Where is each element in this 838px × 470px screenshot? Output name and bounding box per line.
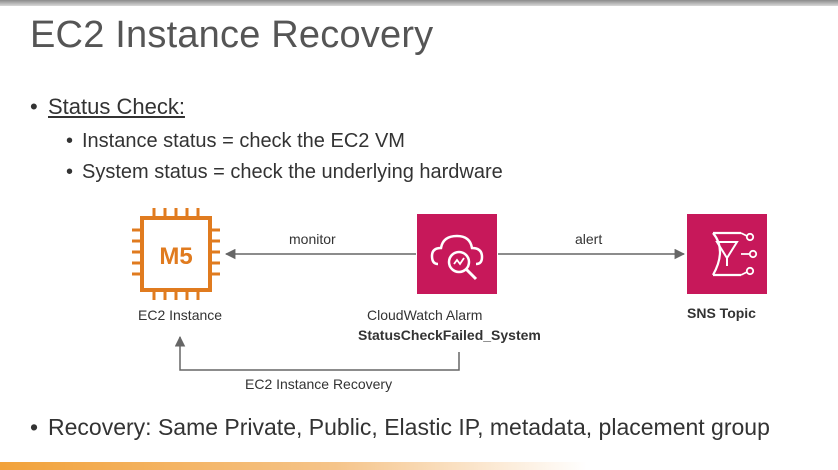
- recovery-text: Same Private, Public, Elastic IP, metada…: [157, 414, 770, 440]
- bottom-accent-strip: [0, 462, 838, 470]
- recovery-label: Recovery:: [48, 414, 152, 440]
- recovery-edge-label: EC2 Instance Recovery: [245, 376, 393, 392]
- system-status-text: System status = check the underlying har…: [82, 161, 503, 183]
- slide-title: EC2 Instance Recovery: [30, 14, 434, 56]
- bullet-dot: •: [66, 130, 74, 152]
- ec2-chip-icon: M5: [132, 208, 220, 300]
- cloudwatch-metric-label: StatusCheckFailed_System: [358, 327, 541, 343]
- bullet-instance-status: • Instance status = check the EC2 VM: [66, 130, 405, 153]
- bullet-system-status: • System status = check the underlying ha…: [66, 161, 503, 184]
- bullet-status-check: • Status Check:: [30, 94, 185, 120]
- instance-status-text: Instance status = check the EC2 VM: [82, 130, 405, 152]
- bullet-dot: •: [66, 161, 74, 183]
- cloudwatch-alarm-icon: [417, 214, 497, 294]
- alert-edge-label: alert: [575, 231, 603, 247]
- monitor-edge-label: monitor: [289, 231, 336, 247]
- sns-topic-icon: [687, 214, 767, 294]
- bullet-dot: •: [30, 94, 38, 119]
- recovery-arrow: [174, 335, 460, 371]
- status-check-label: Status Check:: [48, 94, 185, 119]
- ec2-chip-label: M5: [159, 243, 192, 270]
- top-bar: [0, 0, 838, 6]
- bullet-recovery: • Recovery: Same Private, Public, Elastic…: [30, 414, 770, 441]
- sns-topic-label: SNS Topic: [687, 305, 756, 321]
- cloudwatch-alarm-label: CloudWatch Alarm: [367, 307, 483, 323]
- ec2-instance-label: EC2 Instance: [138, 307, 223, 323]
- bullet-dot: •: [30, 414, 39, 440]
